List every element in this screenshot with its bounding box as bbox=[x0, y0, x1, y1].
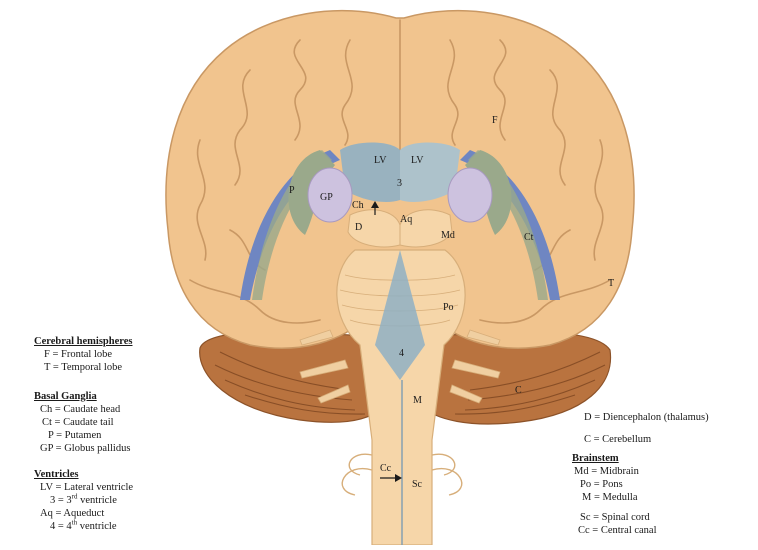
legend-item-putamen: P = Putamen bbox=[48, 430, 102, 441]
label-putamen: P bbox=[289, 185, 295, 196]
label-cerebellum: C bbox=[515, 385, 522, 396]
legend-cerebral-hemispheres: Cerebral hemispheres F = Frontal lobe T … bbox=[34, 335, 132, 374]
legend-item-diencephalon: D = Diencephalon (thalamus) bbox=[584, 412, 709, 423]
legend-basal-ganglia: Basal Ganglia Ch = Caudate head Ct = Cau… bbox=[34, 390, 130, 455]
label-pons: Po bbox=[443, 302, 454, 313]
legend-item-lateral-ventricle: LV = Lateral ventricle bbox=[40, 482, 134, 493]
label-medulla: M bbox=[413, 395, 422, 406]
legend-ventricles: Ventricles LV = Lateral ventricle 3 = 3r… bbox=[34, 468, 133, 533]
legend-item-medulla: M = Medulla bbox=[582, 492, 638, 503]
label-frontal: F bbox=[492, 115, 498, 126]
legend-item-caudate-head: Ch = Caudate head bbox=[40, 404, 121, 415]
deep-structures bbox=[240, 142, 560, 482]
label-fourth-ventricle: 4 bbox=[399, 348, 404, 359]
label-diencephalon: D bbox=[355, 222, 362, 233]
label-caudate-head: Ch bbox=[352, 200, 364, 211]
legend-item-cerebellum: C = Cerebellum bbox=[584, 434, 652, 445]
legend-basal-heading: Basal Ganglia bbox=[34, 391, 97, 402]
label-caudate-tail: Ct bbox=[524, 232, 534, 243]
legend-item-frontal: F = Frontal lobe bbox=[44, 349, 113, 360]
legend-cerebral-heading: Cerebral hemispheres bbox=[34, 336, 133, 347]
label-globus-pallidus: GP bbox=[320, 192, 333, 203]
brainstem bbox=[299, 249, 501, 546]
legend-item-caudate-tail: Ct = Caudate tail bbox=[42, 417, 114, 428]
legend-brainstem-heading: Brainstem bbox=[572, 453, 619, 464]
legend-ventricles-heading: Ventricles bbox=[34, 469, 79, 480]
legend-spinal: Sc = Spinal cord Cc = Central canal bbox=[578, 511, 657, 537]
legend-item-aqueduct: Aq = Aqueduct bbox=[40, 508, 105, 519]
legend-item-pons: Po = Pons bbox=[580, 479, 623, 490]
label-central-canal: Cc bbox=[380, 463, 392, 474]
label-temporal: T bbox=[608, 278, 614, 289]
legend-cerebellum: C = Cerebellum bbox=[584, 433, 651, 446]
structure-labels: F T LV LV 3 P GP Ch Aq D Md Ct Po 4 C M … bbox=[289, 115, 614, 490]
legend-item-third-ventricle: 3 = 3rd ventricle bbox=[50, 492, 117, 506]
label-midbrain: Md bbox=[441, 230, 455, 241]
legend-item-central-canal: Cc = Central canal bbox=[578, 525, 657, 536]
label-spinal-cord: Sc bbox=[412, 479, 423, 490]
legend-item-globus-pallidus: GP = Globus pallidus bbox=[40, 443, 131, 454]
legend-item-fourth-ventricle: 4 = 4th ventricle bbox=[50, 518, 117, 532]
label-aqueduct: Aq bbox=[400, 214, 412, 225]
legend-diencephalon: D = Diencephalon (thalamus) bbox=[584, 411, 709, 424]
legend-brainstem: Brainstem Md = Midbrain Po = Pons M = Me… bbox=[572, 452, 639, 504]
legend-item-spinal-cord: Sc = Spinal cord bbox=[580, 512, 650, 523]
label-lateral-ventricle-right: LV bbox=[411, 155, 424, 166]
label-third-ventricle: 3 bbox=[397, 178, 402, 189]
label-lateral-ventricle-left: LV bbox=[374, 155, 387, 166]
legend-item-temporal: T = Temporal lobe bbox=[44, 362, 122, 373]
legend-item-midbrain: Md = Midbrain bbox=[574, 466, 639, 477]
